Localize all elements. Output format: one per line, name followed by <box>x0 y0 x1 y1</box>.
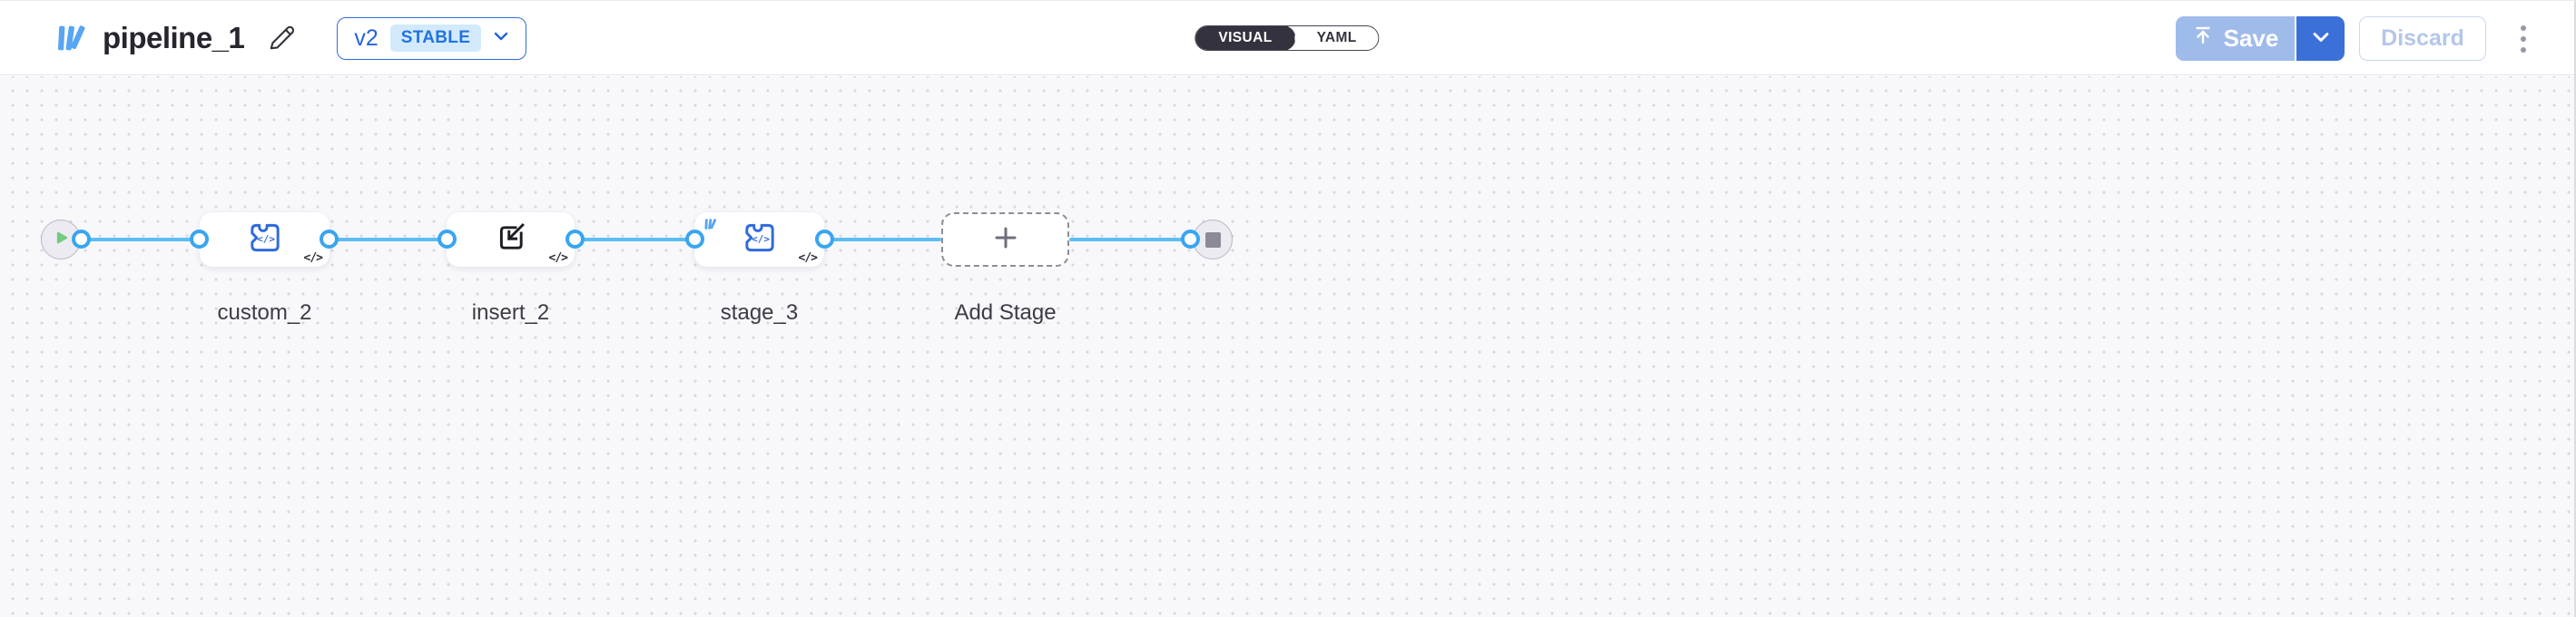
kebab-dot <box>2521 35 2526 42</box>
node-label-stage_3: stage_3 <box>720 300 799 325</box>
kebab-dot <box>2521 24 2526 31</box>
pipeline-header: pipeline_1 v2 STABLE <box>0 1 2574 75</box>
handle-stage_3-in[interactable] <box>684 230 704 249</box>
node-label-add-stage: Add Stage <box>954 300 1057 325</box>
handle-custom_2-in[interactable] <box>190 230 209 249</box>
tab-visual[interactable]: VISUAL <box>1195 26 1296 50</box>
plus-icon <box>990 222 1021 258</box>
handle-stage_3-out[interactable] <box>814 230 834 249</box>
brand-logo-icon <box>700 216 720 237</box>
edge-custom_2-insert_2 <box>329 238 447 241</box>
version-label: v2 <box>354 24 379 51</box>
node-stage_3[interactable]: </> </> <box>694 212 824 267</box>
node-label-custom_2: custom_2 <box>217 300 312 325</box>
handle-insert_2-out[interactable] <box>565 230 585 249</box>
code-badge-icon: </> <box>303 251 324 265</box>
custom-component-icon: </> <box>246 220 284 260</box>
pencil-icon <box>267 22 298 55</box>
upload-icon <box>2192 24 2214 53</box>
save-options-button[interactable] <box>2296 16 2345 61</box>
play-icon <box>53 230 69 250</box>
handle-end-in[interactable] <box>1180 230 1200 249</box>
edge-add_stage-end <box>1069 238 1190 241</box>
discard-button[interactable]: Discard <box>2359 16 2486 61</box>
handle-start-out[interactable] <box>72 230 91 249</box>
handle-insert_2-in[interactable] <box>437 230 457 249</box>
chevron-down-icon <box>493 30 509 47</box>
node-label-insert_2: insert_2 <box>471 300 550 325</box>
header-actions: Save Discard <box>2176 16 2542 61</box>
version-status-badge: STABLE <box>389 24 482 52</box>
header-left: pipeline_1 v2 STABLE <box>50 1 527 75</box>
chevron-down-icon <box>2312 30 2330 47</box>
save-split-button: Save <box>2176 16 2345 61</box>
node-insert_2[interactable]: </> <box>447 212 575 267</box>
view-mode-toggle: VISUAL YAML <box>1195 25 1380 51</box>
version-selector[interactable]: v2 STABLE <box>337 16 527 60</box>
import-icon <box>494 220 528 260</box>
more-options-button[interactable] <box>2504 16 2542 61</box>
node-custom_2[interactable]: </> </> <box>200 212 329 267</box>
kebab-dot <box>2521 46 2526 53</box>
pipeline-canvas[interactable]: </> </> custom_2 </> insert_2 <box>0 76 2574 617</box>
pipeline-title: pipeline_1 <box>103 21 245 54</box>
code-badge-icon: </> <box>798 251 819 265</box>
save-button-label: Save <box>2223 24 2279 52</box>
edge-stage_3-add_stage <box>824 238 941 241</box>
save-button[interactable]: Save <box>2176 16 2295 61</box>
edge-start-custom_2 <box>82 238 201 241</box>
edge-insert_2-stage_3 <box>575 238 694 241</box>
svg-text:</>: </> <box>257 233 275 245</box>
tab-yaml[interactable]: YAML <box>1294 26 1379 50</box>
brand-logo-icon <box>50 18 90 58</box>
handle-custom_2-out[interactable] <box>320 230 339 249</box>
save-split-divider <box>2295 16 2296 61</box>
code-badge-icon: </> <box>548 251 569 265</box>
custom-component-icon: </> <box>741 220 779 260</box>
stop-icon <box>1204 231 1221 248</box>
svg-text:</>: </> <box>752 233 770 245</box>
rename-pipeline-button[interactable] <box>264 20 300 56</box>
add-stage-button[interactable] <box>941 212 1069 267</box>
